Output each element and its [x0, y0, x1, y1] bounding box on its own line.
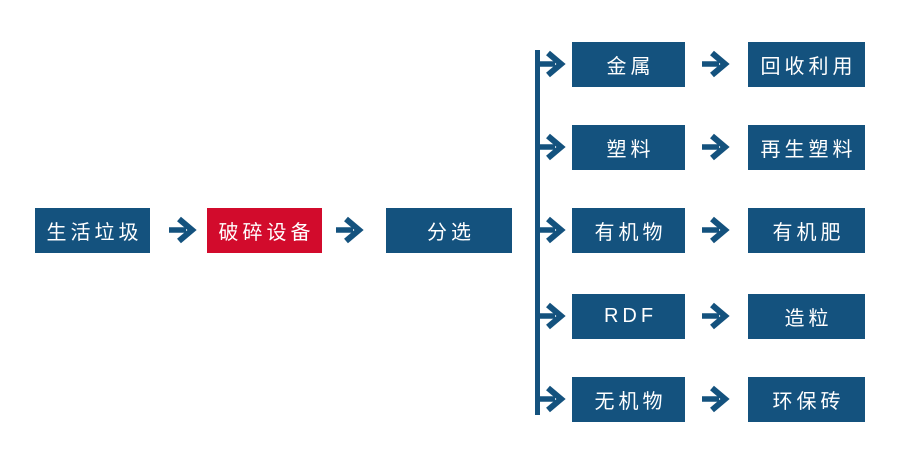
node-organic-matter: 有机物	[572, 208, 685, 253]
branch-row-rdf: RDF 造粒	[0, 294, 900, 339]
node-sorting: 分选	[386, 208, 512, 253]
arrow-right-icon	[538, 133, 566, 161]
node-rdf: RDF	[572, 294, 685, 339]
branch-row-metal: 金属 回收利用	[0, 42, 900, 87]
node-recycling: 回收利用	[748, 42, 865, 87]
arrow-right-icon	[702, 50, 730, 78]
node-household-waste: 生活垃圾	[35, 208, 150, 253]
arrow-right-icon	[169, 216, 197, 244]
node-inorganic-matter: 无机物	[572, 377, 685, 422]
branch-row-plastic: 塑料 再生塑料	[0, 125, 900, 170]
arrow-right-icon	[336, 216, 364, 244]
node-recycled-plastic: 再生塑料	[748, 125, 865, 170]
node-eco-brick: 环保砖	[748, 377, 865, 422]
branch-line	[535, 50, 540, 415]
node-plastic: 塑料	[572, 125, 685, 170]
arrow-right-icon	[702, 133, 730, 161]
node-granulation: 造粒	[748, 294, 865, 339]
node-metal: 金属	[572, 42, 685, 87]
arrow-right-icon	[702, 302, 730, 330]
node-organic-fertilizer: 有机肥	[748, 208, 865, 253]
branch-row-organic: 有机物 有机肥	[0, 208, 900, 253]
arrow-right-icon	[702, 385, 730, 413]
node-crushing-equipment: 破碎设备	[207, 208, 322, 253]
branch-row-inorganic: 无机物 环保砖	[0, 377, 900, 422]
arrow-right-icon	[538, 216, 566, 244]
arrow-right-icon	[538, 302, 566, 330]
arrow-right-icon	[538, 50, 566, 78]
arrow-right-icon	[538, 385, 566, 413]
arrow-right-icon	[702, 216, 730, 244]
